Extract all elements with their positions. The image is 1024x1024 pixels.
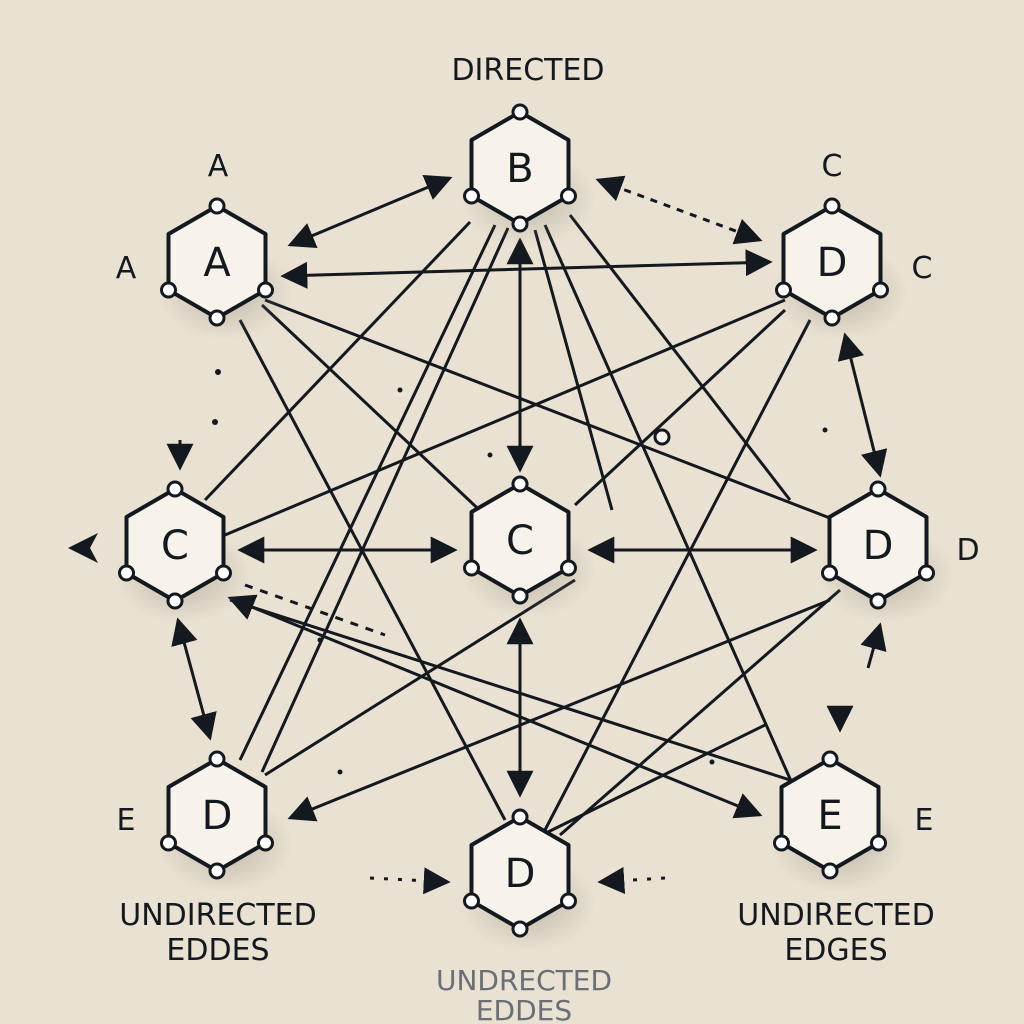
- label-e-right: E: [915, 803, 934, 838]
- edge-a-ccenter: [260, 303, 492, 522]
- caption-bottom-line2: EDDES: [476, 994, 572, 1024]
- edge-b-e: [543, 224, 797, 791]
- node-port: [869, 834, 887, 852]
- stray-dots: [212, 369, 828, 775]
- edges-directed: [166, 174, 888, 895]
- arrowhead-left: [68, 533, 98, 563]
- node-nC3: C: [460, 475, 596, 618]
- dotted-arrow-left-dbottom: [369, 867, 451, 895]
- node-nD3: D: [460, 808, 596, 951]
- node-port: [256, 281, 274, 299]
- node-label: D: [505, 851, 536, 897]
- node-nE: E: [770, 750, 906, 893]
- node-port: [208, 862, 226, 880]
- node-port: [823, 197, 841, 215]
- node-label: D: [817, 240, 848, 286]
- node-port: [511, 587, 529, 605]
- node-port: [559, 187, 577, 205]
- node-nC1: D: [772, 197, 908, 340]
- node-port: [463, 892, 481, 910]
- node-port: [511, 920, 529, 938]
- arrow-dright-up: [860, 622, 887, 669]
- arrow-b-c: [595, 175, 763, 245]
- node-port: [160, 281, 178, 299]
- caption-right-line2: EDGES: [784, 933, 887, 968]
- caption-left-line2: EDDES: [166, 933, 269, 968]
- node-port: [256, 834, 274, 852]
- label-e-left: E: [117, 803, 136, 838]
- node-label: A: [203, 240, 231, 286]
- node-port: [463, 559, 481, 577]
- caption-left-line1: UNDIRECTED: [119, 898, 316, 933]
- node-port: [208, 197, 226, 215]
- node-port: [559, 892, 577, 910]
- arrow-a-c: [280, 249, 773, 289]
- node-label: C: [506, 518, 534, 564]
- edge-b-dotted-mid: [533, 229, 614, 511]
- nodes: B A D C C D D D E: [115, 103, 954, 951]
- node-port: [511, 475, 529, 493]
- junction-node: [653, 428, 671, 446]
- edge-c-cleft: [224, 298, 786, 537]
- label-d-right: D: [956, 533, 979, 568]
- node-port: [823, 309, 841, 327]
- arrow-cleft-e: [227, 594, 763, 819]
- arrow-c-dright: [837, 332, 888, 478]
- node-port: [463, 187, 481, 205]
- node-port: [869, 480, 887, 498]
- arrow-a-b: [287, 174, 453, 249]
- edge-c-ccenter: [573, 308, 787, 507]
- label-a-left: A: [116, 251, 137, 286]
- diagram-title: DIRECTED: [451, 53, 604, 88]
- dotted-arrow-right-dbottom: [597, 867, 666, 894]
- node-port: [166, 592, 184, 610]
- node-port: [559, 559, 577, 577]
- node-port: [208, 309, 226, 327]
- node-label: D: [202, 793, 233, 839]
- node-port: [821, 750, 839, 768]
- node-port: [511, 103, 529, 121]
- node-port: [917, 564, 935, 582]
- node-port: [869, 592, 887, 610]
- arrow-cleft-dleft: [171, 617, 217, 741]
- edge-a-dright: [264, 298, 836, 522]
- node-port: [511, 808, 529, 826]
- node-port: [773, 834, 791, 852]
- label-c-right: C: [912, 251, 933, 286]
- node-port: [118, 564, 136, 582]
- node-port: [871, 281, 889, 299]
- node-port: [160, 834, 178, 852]
- node-port: [208, 750, 226, 768]
- caption-right-line1: UNDIRECTED: [737, 898, 934, 933]
- node-port: [821, 862, 839, 880]
- label-a-top: A: [208, 149, 229, 184]
- node-label: B: [506, 146, 533, 192]
- node-port: [821, 564, 839, 582]
- node-nC2: C: [115, 480, 251, 623]
- node-port: [166, 480, 184, 498]
- node-port: [775, 281, 793, 299]
- node-nD2: D: [157, 750, 293, 893]
- caption-bottom-line1: UNDRECTED: [436, 964, 612, 997]
- node-label: D: [863, 523, 894, 569]
- label-c-top: C: [822, 149, 843, 184]
- node-nB: B: [460, 103, 596, 246]
- node-port: [214, 564, 232, 582]
- node-label: C: [161, 523, 189, 569]
- node-nA: A: [157, 197, 293, 340]
- node-nD1: D: [818, 480, 954, 623]
- node-label: E: [817, 793, 842, 839]
- node-port: [511, 215, 529, 233]
